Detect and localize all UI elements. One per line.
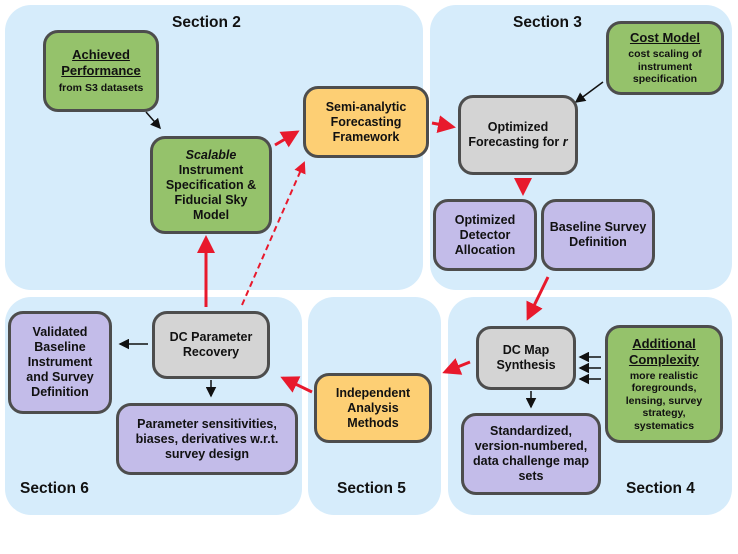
optimized-forecasting-box: Optimized Forecasting for r xyxy=(458,95,578,175)
parameter-sensitivities-label: Parameter sensitivities, biases, derivat… xyxy=(135,416,279,461)
additional-complexity-box: Additional Complexity more realistic for… xyxy=(605,325,723,443)
scalable-label: Scalable xyxy=(185,147,237,162)
parameter-sensitivities-box: Parameter sensitivities, biases, derivat… xyxy=(116,403,298,475)
arrow-forecasting-to-optimized xyxy=(431,115,456,134)
additional-complexity-sub: more realistic foregrounds, lensing, sur… xyxy=(625,369,703,432)
independent-analysis-label: Independent Analysis Methods xyxy=(335,385,411,430)
baseline-survey-label: Baseline Survey Definition xyxy=(549,220,647,249)
optimized-detector-label: Optimized Detector Allocation xyxy=(454,212,516,257)
variable-r: r xyxy=(562,135,568,149)
arrow-cost-to-optimized xyxy=(574,81,604,103)
arrow-dcsynthesis-to-independent xyxy=(442,358,471,375)
dc-map-synthesis-label: DC Map Synthesis xyxy=(496,343,556,372)
forecasting-framework-box: Semi-analytic Forecasting Framework xyxy=(303,86,429,158)
section-6-label: Section 6 xyxy=(20,480,89,497)
dc-parameter-recovery-box: DC Parameter Recovery xyxy=(152,311,270,379)
section-5-label: Section 5 xyxy=(337,480,406,497)
standardized-map-sets-label: Standardized, version-numbered, data cha… xyxy=(472,424,589,483)
validated-baseline-label: Validated Baseline Instrument and Survey… xyxy=(26,325,94,399)
arrow-recovery-to-forecasting-dashed xyxy=(241,161,306,306)
arrow-independent-to-recovery xyxy=(280,376,313,394)
achieved-performance-box: Achieved Performance from S3 datasets xyxy=(43,30,159,112)
optimized-detector-box: Optimized Detector Allocation xyxy=(433,199,537,271)
dc-parameter-recovery-label: DC Parameter Recovery xyxy=(169,330,253,359)
scalable-instrument-box: Scalable Instrument Specification & Fidu… xyxy=(150,136,272,234)
baseline-survey-box: Baseline Survey Definition xyxy=(541,199,655,271)
cost-model-box: Cost Model cost scaling of instrument sp… xyxy=(606,21,724,95)
section-3-label: Section 3 xyxy=(513,14,582,31)
arrow-section3-to-dcsynthesis xyxy=(526,276,550,321)
section-4-label: Section 4 xyxy=(626,480,695,497)
arrow-achieved-to-scalable xyxy=(145,111,161,130)
additional-complexity-title: Additional Complexity xyxy=(628,335,700,367)
section-2-label: Section 2 xyxy=(172,14,241,31)
standardized-map-sets-box: Standardized, version-numbered, data cha… xyxy=(461,413,601,495)
arrow-scalable-to-forecasting xyxy=(274,130,300,148)
cost-model-title: Cost Model xyxy=(629,30,701,46)
dc-map-synthesis-box: DC Map Synthesis xyxy=(476,326,576,390)
forecasting-framework-label: Semi-analytic Forecasting Framework xyxy=(325,99,407,144)
optimized-forecasting-text: Optimized Forecasting for xyxy=(468,120,560,149)
instrument-specification-label: Instrument Specification & Fiducial Sky … xyxy=(165,162,257,222)
validated-baseline-box: Validated Baseline Instrument and Survey… xyxy=(8,311,112,414)
optimized-forecasting-label: Optimized Forecasting for r xyxy=(465,120,571,150)
achieved-performance-title: Achieved Performance xyxy=(61,47,141,79)
cost-model-sub: cost scaling of instrument specification xyxy=(628,48,702,86)
achieved-performance-sub: from S3 datasets xyxy=(58,82,144,95)
independent-analysis-box: Independent Analysis Methods xyxy=(314,373,432,443)
